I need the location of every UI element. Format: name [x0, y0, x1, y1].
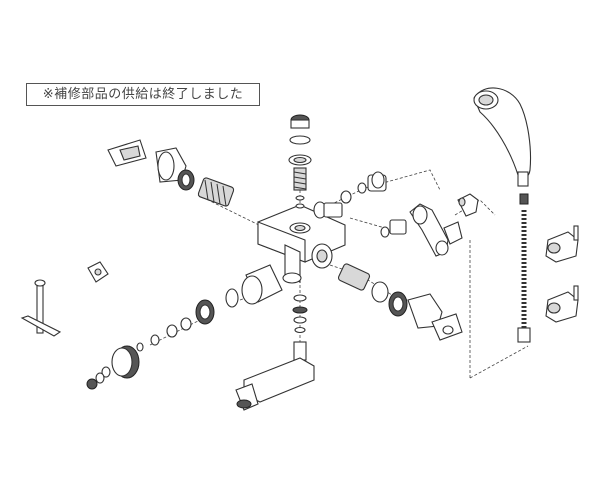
- right-connector-lever: [380, 193, 479, 257]
- wrench-tool: [20, 279, 62, 337]
- parts-discontinued-notice: ※補修部品の供給は終了しました: [26, 83, 260, 106]
- left-upper-handle-assembly: [107, 139, 235, 207]
- shower-hook-lower: [545, 285, 579, 323]
- assembly-guide-lines: [149, 169, 529, 379]
- left-lower-handle-assembly: [86, 264, 283, 390]
- shower-head: [473, 87, 532, 205]
- shower-hose: [517, 210, 531, 343]
- key-tool: [87, 261, 109, 283]
- top-cartridge-stack: [288, 114, 312, 209]
- top-small-fittings: [313, 171, 387, 219]
- spout-assembly: [235, 294, 315, 411]
- shower-hook-upper: [545, 225, 579, 263]
- right-lower-handle-assembly: [337, 263, 463, 341]
